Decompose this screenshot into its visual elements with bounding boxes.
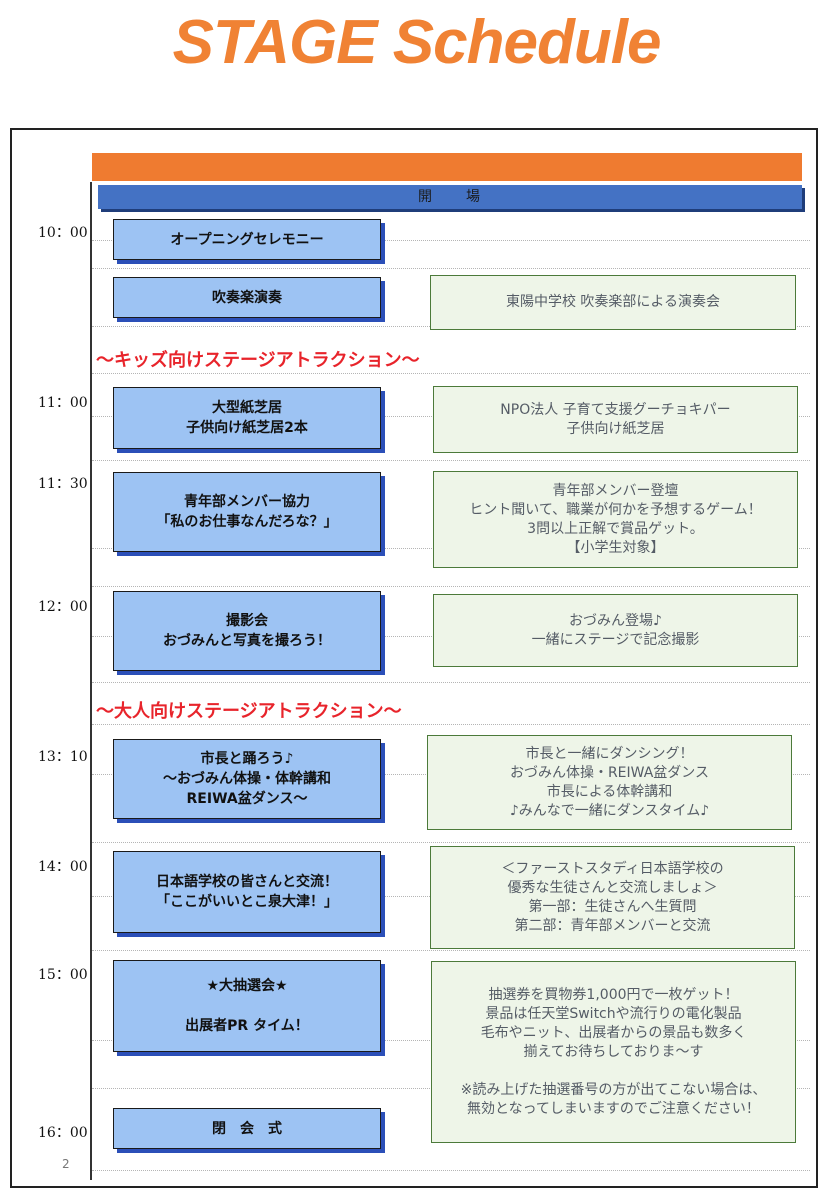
page-number: 2 bbox=[62, 1157, 70, 1171]
time-label: 12：00 bbox=[38, 599, 88, 615]
desc-photo: おづみん登場♪ 一緒にステージで記念撮影 bbox=[433, 594, 798, 667]
event-kamishibai: 大型紙芝居 子供向け紙芝居2本 bbox=[113, 387, 381, 449]
timeline-axis bbox=[90, 182, 92, 1180]
time-label: 16：00 bbox=[38, 1125, 88, 1141]
grid-line bbox=[92, 842, 810, 843]
time-label: 14：00 bbox=[38, 859, 88, 875]
opening-label: 開 場 bbox=[418, 189, 482, 205]
opening-bar: 開 場 bbox=[98, 185, 802, 209]
page-title: STAGE Schedule bbox=[172, 8, 662, 77]
event-dance: 市長と踊ろう♪ ～おづみん体操・体幹講和 REIWA盆ダンス～ bbox=[113, 739, 381, 819]
time-label: 11：30 bbox=[38, 476, 88, 492]
event-photo: 撮影会 おづみんと写真を撮ろう！ bbox=[113, 591, 381, 671]
time-label: 13：10 bbox=[38, 749, 88, 765]
header-orange-bar bbox=[92, 153, 802, 181]
event-lottery: ★大抽選会★ 出展者PR タイム！ bbox=[113, 960, 381, 1052]
grid-line bbox=[92, 724, 810, 725]
grid-line bbox=[92, 682, 810, 683]
desc-dance: 市長と一緒にダンシング！ おづみん体操・REIWA盆ダンス 市長による体幹講和 … bbox=[427, 735, 792, 830]
event-job-game: 青年部メンバー協力 「私のお仕事なんだろな？」 bbox=[113, 472, 381, 552]
schedule-frame bbox=[10, 128, 818, 1188]
section-adults: ～大人向けステージアトラクション～ bbox=[96, 701, 402, 722]
event-closing: 閉 会 式 bbox=[113, 1108, 381, 1149]
desc-kamishibai: NPO法人 子育て支援グーチョキパー 子供向け紙芝居 bbox=[433, 386, 798, 453]
grid-line bbox=[92, 240, 810, 241]
event-opening-ceremony: オープニングセレモニー bbox=[113, 219, 381, 260]
event-exchange: 日本語学校の皆さんと交流！ 「ここがいいとこ泉大津！」 bbox=[113, 851, 381, 933]
grid-line bbox=[92, 373, 810, 374]
grid-line bbox=[92, 586, 810, 587]
event-brass-band: 吹奏楽演奏 bbox=[113, 277, 381, 318]
desc-exchange: ＜ファーストスタディ日本語学校の 優秀な生徒さんと交流しましょ＞ 第一部：生徒さ… bbox=[430, 846, 795, 949]
desc-lottery: 抽選券を買物券1,000円で一枚ゲット！ 景品は任天堂Switchや流行りの電化… bbox=[431, 961, 796, 1143]
grid-line bbox=[92, 460, 810, 461]
grid-line bbox=[92, 950, 810, 951]
desc-brass-band: 東陽中学校 吹奏楽部による演奏会 bbox=[430, 275, 796, 330]
grid-line bbox=[92, 1170, 810, 1171]
time-label: 11：00 bbox=[38, 395, 88, 411]
time-label: 10：00 bbox=[38, 225, 88, 241]
time-label: 15：00 bbox=[38, 967, 88, 983]
desc-job-game: 青年部メンバー登壇 ヒント聞いて、職業が何かを予想するゲーム！ 3問以上正解で賞… bbox=[433, 471, 798, 568]
section-kids: ～キッズ向けステージアトラクション～ bbox=[96, 350, 420, 371]
grid-line bbox=[92, 268, 810, 269]
